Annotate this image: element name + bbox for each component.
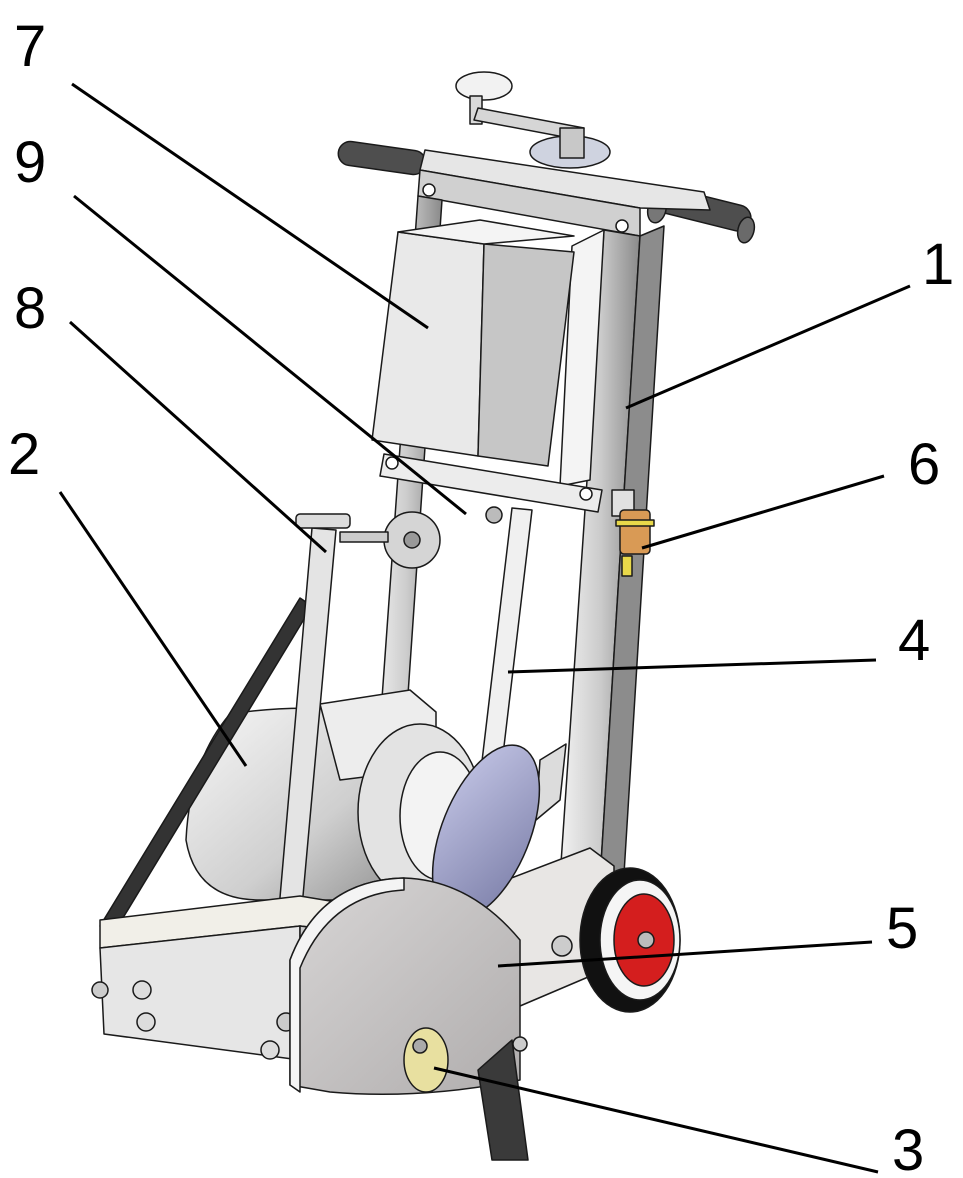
label-2: 2 [8,422,40,487]
label-8: 8 [14,276,46,341]
blade-guard [289,877,521,1096]
label-6: 6 [908,432,940,497]
label-3: 3 [892,1118,924,1178]
leader-9 [73,194,467,516]
leader-7 [71,82,429,330]
lift-rod [479,507,533,781]
label-4: 4 [898,608,930,673]
water-tank [371,219,575,467]
rear-wheel [579,867,681,1013]
leader-8 [68,320,328,554]
leader-5 [497,940,873,968]
top-plate [417,71,711,237]
machine [91,71,756,1161]
leader-4 [507,658,877,674]
label-1: 1 [922,232,954,297]
leader-3 [433,1066,879,1174]
water-valve [611,489,655,577]
label-5: 5 [886,896,918,961]
cross-bracket [379,453,603,524]
leader-6 [641,474,885,550]
part-labels: 7 9 8 2 1 6 4 5 3 [8,14,954,1178]
kickstand [477,1036,529,1161]
leader-lines [58,82,911,1174]
label-7: 7 [14,14,46,79]
leader-2 [58,491,248,767]
leader-1 [625,284,911,410]
label-9: 9 [14,130,46,195]
